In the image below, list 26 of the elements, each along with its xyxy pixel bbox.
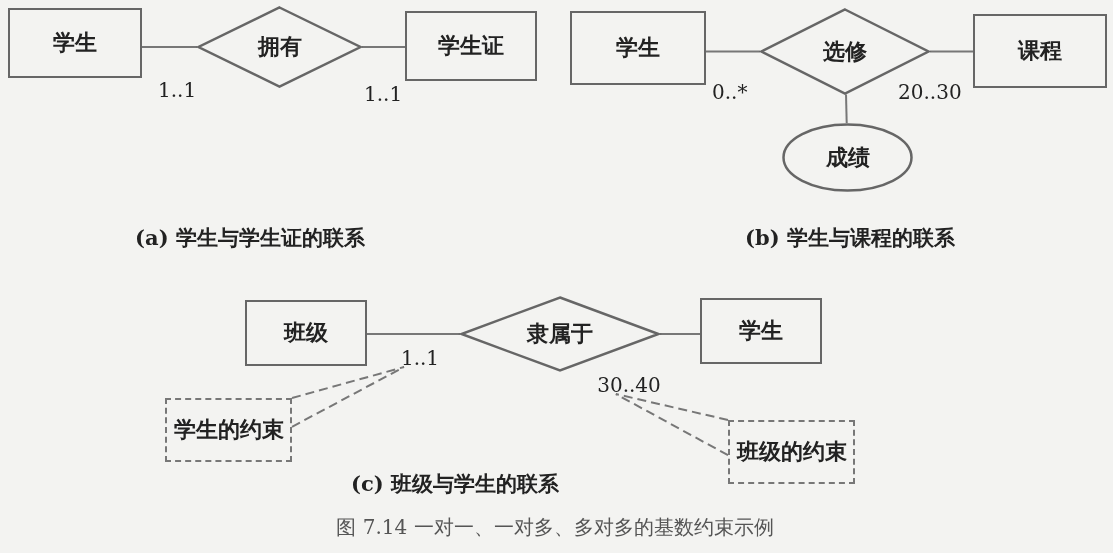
leader-line (614, 393, 729, 457)
constraint-box: 学生的约束 (165, 398, 292, 462)
relationship-diamond: 隶属于 (460, 296, 660, 372)
connector-line (929, 50, 974, 53)
connector-line (361, 46, 406, 48)
relationship-diamond: 拥有 (197, 6, 362, 88)
cardinality-label: 30..40 (596, 372, 662, 398)
entity-box: 学生证 (405, 11, 537, 81)
connector-line (705, 50, 761, 53)
figure-caption: 图 7.14 一对一、一对多、多对多的基数约束示例 (336, 514, 774, 541)
connector-line (659, 333, 701, 335)
connector-line (845, 93, 848, 124)
cardinality-label: 1..1 (398, 345, 442, 371)
leader-line (291, 366, 405, 428)
entity-box: 班级 (245, 300, 367, 366)
constraint-box: 班级的约束 (728, 420, 855, 484)
entity-box: 学生 (570, 11, 706, 85)
connector-line (141, 46, 198, 48)
connector-line (366, 333, 461, 335)
subfigure-caption: (a) 学生与学生证的联系 (135, 224, 365, 252)
subfigure-caption: (c) 班级与学生的联系 (351, 470, 559, 498)
entity-box: 学生 (700, 298, 822, 364)
entity-box: 学生 (8, 8, 142, 78)
entity-box: 课程 (973, 14, 1107, 88)
attribute-ellipse: 成绩 (782, 123, 913, 192)
subfigure-caption: (b) 学生与课程的联系 (745, 224, 955, 252)
